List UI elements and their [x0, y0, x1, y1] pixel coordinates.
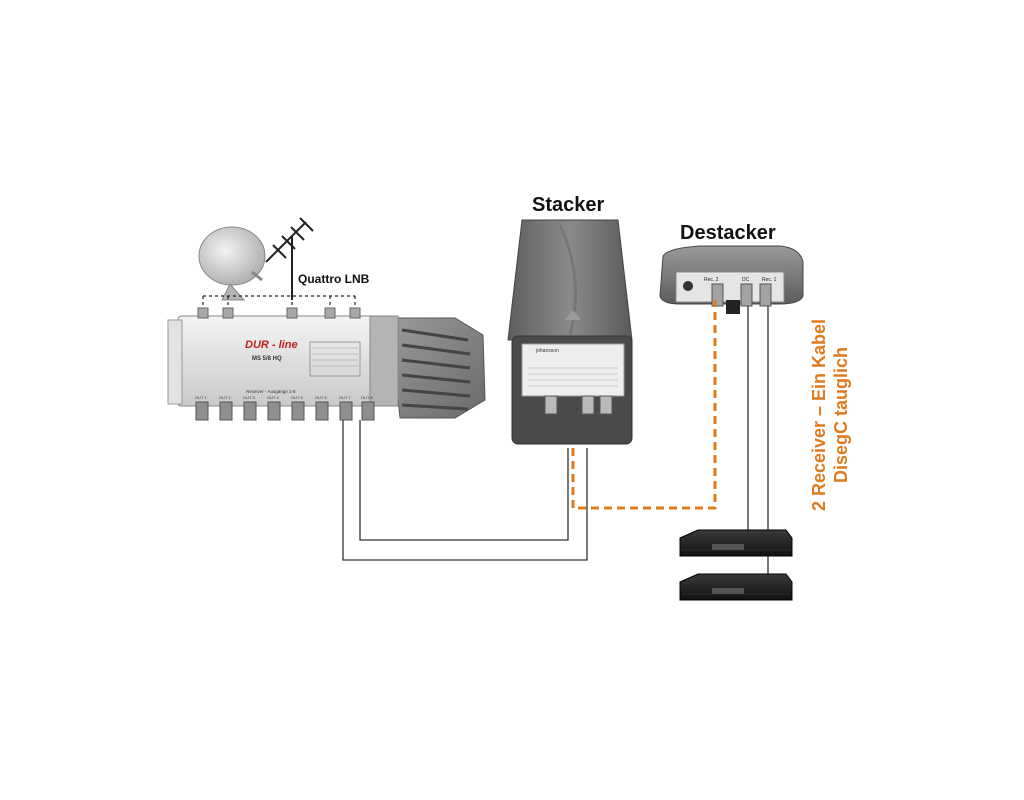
multiswitch-port-label: OUT 4: [267, 395, 279, 400]
receiver-2: [679, 573, 793, 601]
multiswitch-port-label: OUT 5: [291, 395, 303, 400]
satellite-dish-icon: [198, 226, 266, 301]
stacker-to-destacker-cable: [571, 300, 717, 510]
destacker-label: Destacker: [680, 222, 776, 244]
destacker: [659, 245, 804, 314]
multiswitch-to-stacker-cables: [342, 420, 588, 561]
multiswitch: [167, 307, 486, 421]
receiver-note: 2 Receiver – Ein Kabel DisegC tauglich: [800, 300, 860, 530]
antenna-icon: [265, 217, 314, 300]
receiver-note-line2: DisegC tauglich: [831, 346, 851, 484]
multiswitch-port-label: OUT 8: [361, 395, 373, 400]
multiswitch-port-label: OUT 3: [243, 395, 255, 400]
multiswitch-brand: DUR - line: [245, 339, 298, 351]
multiswitch-outputs-label: Receiver - Ausgänge 1-8: [246, 389, 296, 394]
multiswitch-port-label: OUT 6: [315, 395, 327, 400]
receiver-note-line1: 2 Receiver – Ein Kabel: [809, 318, 829, 512]
stacker-label: Stacker: [532, 194, 605, 216]
lnb-cable-bundle: [202, 295, 356, 316]
quattro-lnb-label: Quattro LNB: [298, 272, 370, 286]
destacker-port-label: Rec. 2: [704, 277, 719, 283]
destacker-port-label: Rec. 1: [762, 277, 777, 283]
multiswitch-model: MS 5/8 HQ: [252, 356, 282, 362]
stacker-brand: johansson: [535, 348, 559, 354]
multiswitch-port-label: OUT 7: [339, 395, 351, 400]
destacker-port-label: DC: [742, 277, 750, 283]
stacker: [507, 219, 633, 445]
receiver-1: [679, 529, 793, 557]
multiswitch-port-label: OUT 1: [195, 395, 207, 400]
multiswitch-port-label: OUT 2: [219, 395, 231, 400]
